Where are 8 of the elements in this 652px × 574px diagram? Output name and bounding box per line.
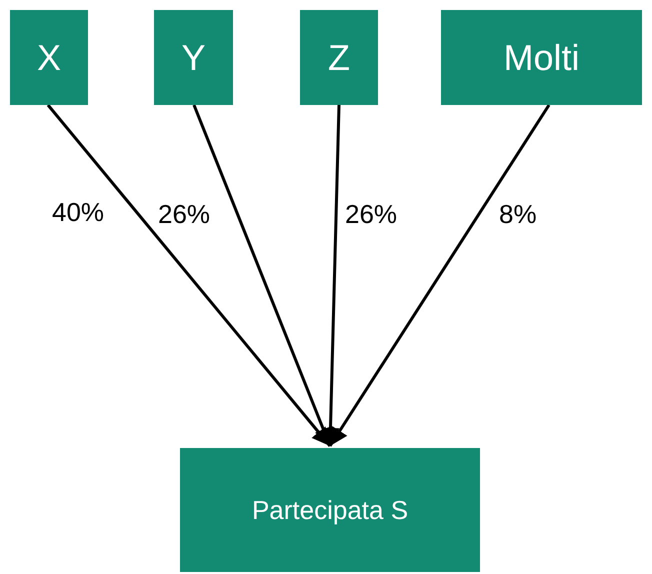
process-box: Z xyxy=(300,10,378,105)
process-box: Y xyxy=(154,10,233,105)
process-box: Molti xyxy=(441,10,642,105)
process-box: Partecipata S xyxy=(180,448,480,572)
arrow xyxy=(192,104,332,447)
arrow xyxy=(46,104,332,447)
arrow xyxy=(328,104,550,447)
process-box: X xyxy=(10,10,88,105)
